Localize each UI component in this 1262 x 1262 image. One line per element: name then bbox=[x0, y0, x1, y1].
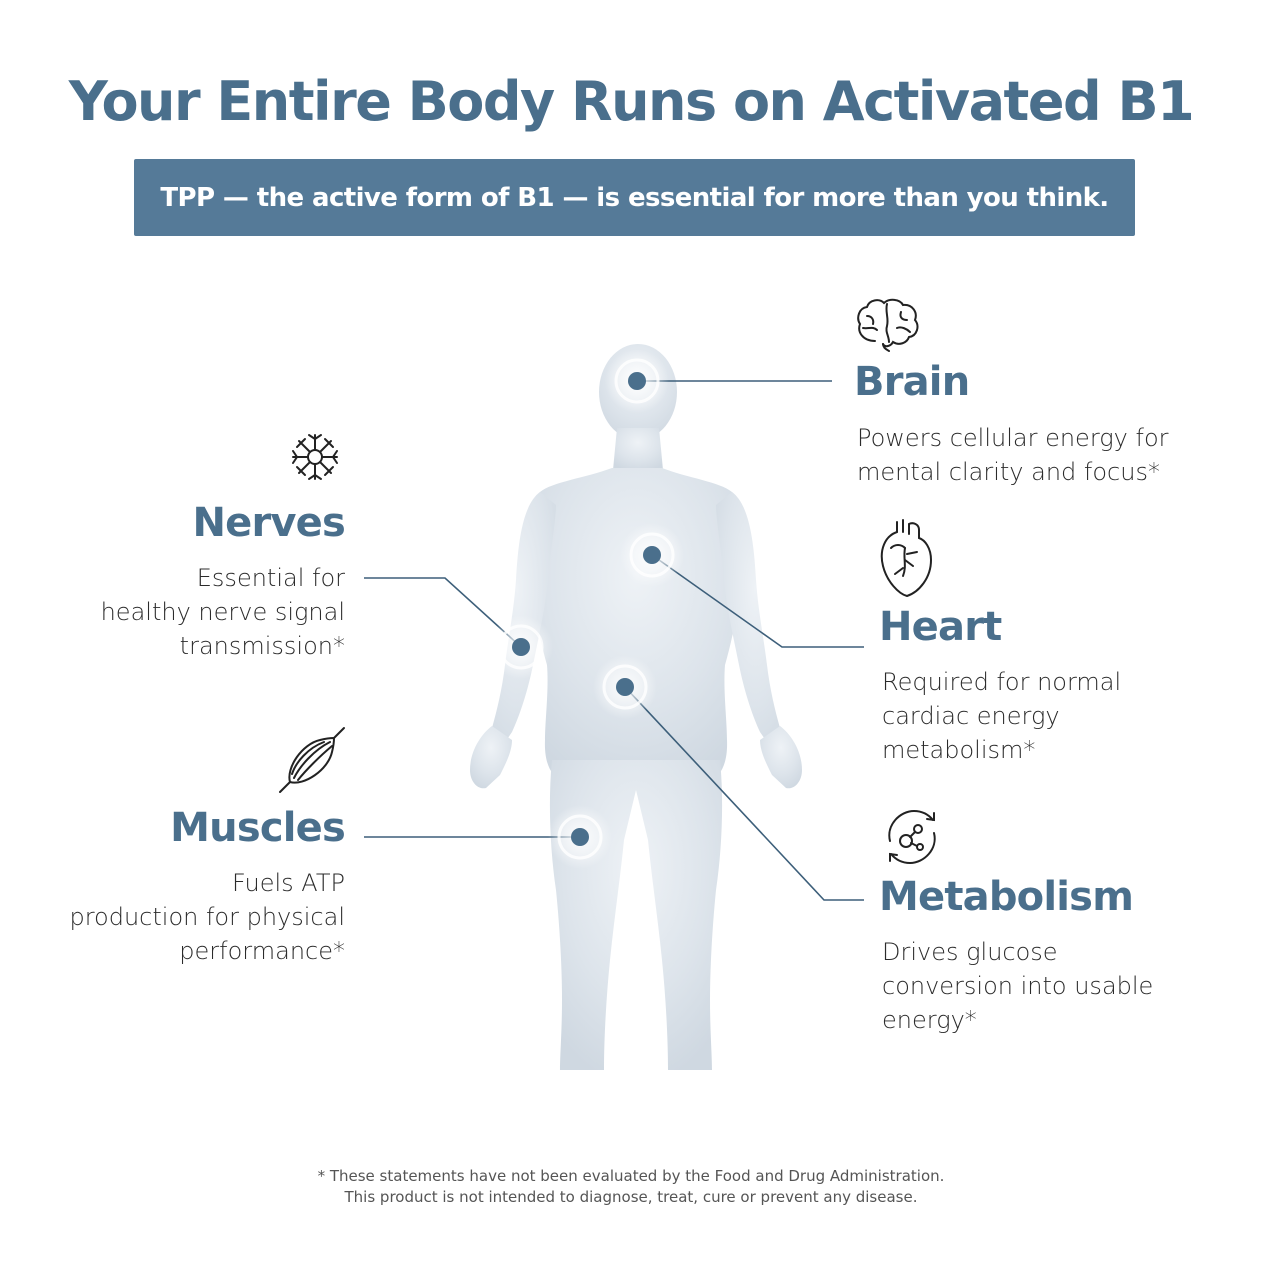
muscles-description: Fuels ATP production for physical perfor… bbox=[69, 866, 345, 968]
brain-description-line: Powers cellular energy for bbox=[857, 424, 1169, 452]
muscle-icon bbox=[279, 727, 345, 793]
brain-description: Powers cellular energy for mental clarit… bbox=[857, 421, 1169, 489]
marker-nerves bbox=[489, 615, 553, 679]
marker-muscles bbox=[548, 805, 612, 869]
metabolism-connector bbox=[624, 686, 864, 901]
heart-icon bbox=[880, 519, 933, 598]
disclaimer-footnote: * These statements have not been evaluat… bbox=[0, 1166, 1262, 1208]
neuron-icon bbox=[292, 434, 338, 480]
marker-heart bbox=[620, 523, 684, 587]
disclaimer-line: * These statements have not been evaluat… bbox=[317, 1167, 945, 1185]
subtitle-text: TPP — the active form of B1 — is essenti… bbox=[160, 182, 1109, 213]
connector-lines bbox=[364, 380, 864, 901]
heart-description-line: cardiac energy bbox=[882, 702, 1060, 730]
metabolism-cycle-icon bbox=[888, 809, 936, 865]
heart-description: Required for normal cardiac energy metab… bbox=[882, 665, 1121, 767]
metabolism-description-line: energy* bbox=[882, 1006, 977, 1034]
muscles-heading: Muscles bbox=[170, 805, 346, 851]
brain-icon bbox=[857, 298, 919, 352]
nerves-description-line: Essential for bbox=[196, 564, 345, 592]
nerves-heading: Nerves bbox=[192, 500, 345, 546]
heart-heading: Heart bbox=[879, 604, 1002, 650]
marker-metabolism bbox=[593, 655, 657, 719]
metabolism-heading: Metabolism bbox=[879, 874, 1134, 920]
heart-description-line: Required for normal bbox=[882, 668, 1122, 696]
metabolism-description-line: conversion into usable bbox=[882, 972, 1154, 1000]
metabolism-description-line: Drives glucose bbox=[882, 938, 1058, 966]
nerves-connector bbox=[364, 577, 522, 648]
brain-description-line: mental clarity and focus* bbox=[857, 458, 1160, 486]
metabolism-description: Drives glucose conversion into usable en… bbox=[882, 935, 1153, 1037]
muscles-description-line: production for physical bbox=[69, 903, 345, 931]
nerves-description: Essential for healthy nerve signal trans… bbox=[101, 561, 345, 663]
brain-heading: Brain bbox=[854, 359, 970, 405]
nerves-description-line: healthy nerve signal bbox=[100, 598, 345, 626]
subtitle-banner: TPP — the active form of B1 — is essenti… bbox=[134, 159, 1135, 236]
disclaimer-line: This product is not intended to diagnose… bbox=[344, 1188, 918, 1206]
nerves-description-line: transmission* bbox=[179, 632, 345, 660]
marker-brain bbox=[605, 349, 669, 413]
muscles-description-line: performance* bbox=[179, 937, 345, 965]
muscles-description-line: Fuels ATP bbox=[232, 869, 345, 897]
page-title: Your Entire Body Runs on Activated B1 bbox=[68, 70, 1195, 133]
heart-description-line: metabolism* bbox=[882, 736, 1036, 764]
heart-connector bbox=[651, 554, 864, 648]
